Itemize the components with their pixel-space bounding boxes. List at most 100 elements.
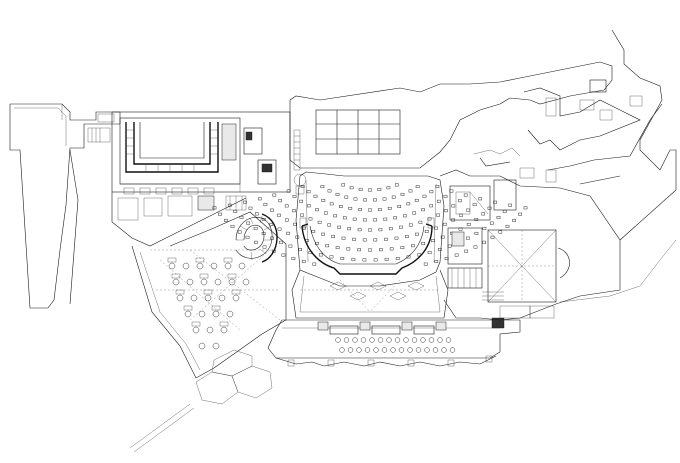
seat: [300, 213, 304, 217]
seat: [308, 217, 313, 221]
seat: [262, 245, 267, 249]
seat: [368, 208, 372, 212]
seat: [408, 189, 413, 193]
seat: [412, 211, 417, 215]
seat: [481, 212, 486, 216]
seat: [335, 246, 340, 250]
seat: [318, 253, 323, 257]
seat: [389, 247, 394, 251]
east-wing: [439, 169, 621, 321]
seat: [291, 257, 296, 260]
seat: [443, 222, 447, 226]
seat: [502, 209, 507, 213]
seat: [395, 256, 400, 260]
seat: [418, 220, 423, 224]
seat: [278, 199, 282, 203]
seat: [329, 202, 334, 206]
seat: [295, 235, 300, 239]
seat: [342, 216, 347, 220]
seat: [373, 258, 378, 262]
seat: [415, 232, 419, 236]
foyer-table: [411, 337, 418, 343]
seat: [306, 190, 311, 194]
seat: [496, 215, 501, 219]
seat: [404, 235, 409, 238]
seat: [271, 249, 276, 253]
seat: [466, 236, 470, 240]
seat: [317, 220, 322, 224]
seat: [424, 229, 429, 233]
seat: [314, 241, 319, 245]
foyer-table: [398, 347, 405, 353]
foyer-table: [386, 337, 392, 343]
seat: [384, 237, 388, 241]
seat: [373, 198, 377, 202]
seat: [362, 238, 367, 242]
foyer-table: [394, 337, 401, 343]
seat: [414, 198, 419, 202]
seat: [391, 195, 396, 199]
foyer-table: [415, 347, 422, 353]
seat: [281, 253, 286, 257]
foyer-table: [403, 337, 409, 343]
seat: [512, 218, 516, 222]
seat: [443, 194, 448, 198]
seat: [341, 236, 346, 240]
seat: [323, 211, 328, 215]
foyer-table: [445, 337, 452, 343]
seat: [422, 194, 427, 198]
seat: [415, 185, 420, 189]
seat: [378, 228, 383, 232]
seat: [373, 238, 378, 242]
seat: [411, 244, 415, 248]
foyer-table: [377, 337, 384, 343]
seat: [400, 192, 405, 196]
seat: [329, 255, 334, 259]
seat: [357, 228, 362, 232]
seat: [292, 194, 297, 198]
seat: [270, 236, 274, 240]
seat: [378, 208, 382, 212]
seat: [421, 208, 425, 212]
seat: [335, 192, 340, 196]
seat: [313, 194, 318, 198]
foyer-table: [347, 347, 354, 353]
seat: [482, 226, 487, 230]
seat: [403, 214, 407, 218]
seat: [245, 235, 250, 239]
seat: [338, 205, 343, 208]
foyer-table: [360, 337, 367, 343]
seat: [358, 187, 363, 191]
seat: [406, 202, 411, 206]
seat: [487, 206, 492, 210]
seat: [408, 223, 413, 227]
seat: [399, 225, 403, 229]
seat: [384, 257, 389, 261]
seat: [508, 203, 513, 207]
seat: [239, 215, 244, 219]
seat: [233, 209, 238, 213]
seat: [505, 224, 510, 228]
seat: [212, 206, 217, 210]
seat: [348, 206, 353, 210]
seat: [292, 209, 296, 213]
seat: [306, 204, 311, 208]
seat: [333, 214, 337, 218]
seat: [327, 189, 332, 193]
seat: [261, 217, 266, 221]
seat: [466, 222, 471, 226]
seat: [383, 217, 388, 221]
seat: [246, 221, 251, 225]
seat: [272, 193, 277, 197]
seat: [463, 193, 468, 197]
auditorium: [212, 171, 528, 287]
seat: [243, 200, 247, 204]
seat: [320, 185, 325, 189]
seat: [368, 228, 372, 232]
seat: [429, 204, 434, 208]
seat: [293, 222, 297, 226]
foyer-table: [432, 347, 439, 353]
foyer-table: [364, 347, 371, 353]
seat: [321, 232, 325, 236]
seat: [327, 223, 332, 227]
